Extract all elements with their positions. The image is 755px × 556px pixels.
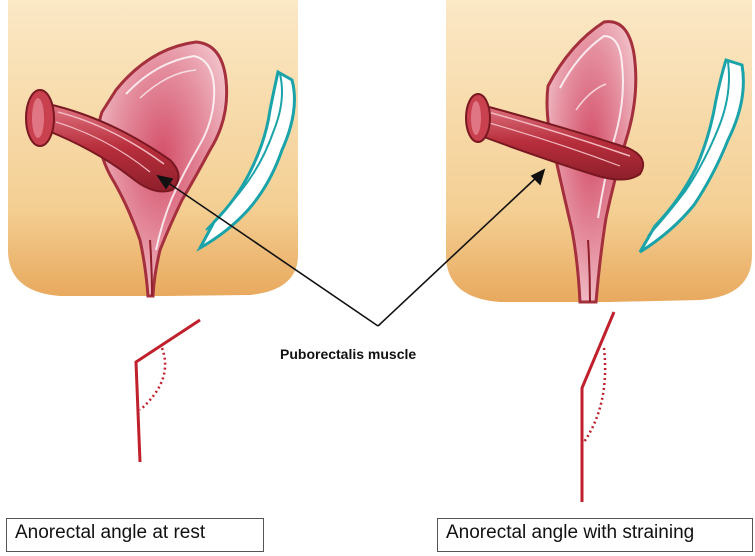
straining-angle-diagram: [582, 312, 614, 502]
rest-panel: [8, 0, 298, 296]
rest-angle-diagram: [136, 320, 200, 462]
puborectalis-label: Puborectalis muscle: [280, 346, 416, 362]
straining-angle-arc: [584, 348, 605, 442]
straining-caption: Anorectal angle with straining: [437, 518, 753, 552]
straining-angle-line: [582, 312, 614, 502]
rest-caption: Anorectal angle at rest: [6, 518, 264, 552]
rest-angle-line: [136, 320, 200, 462]
straining-panel: [446, 0, 752, 302]
